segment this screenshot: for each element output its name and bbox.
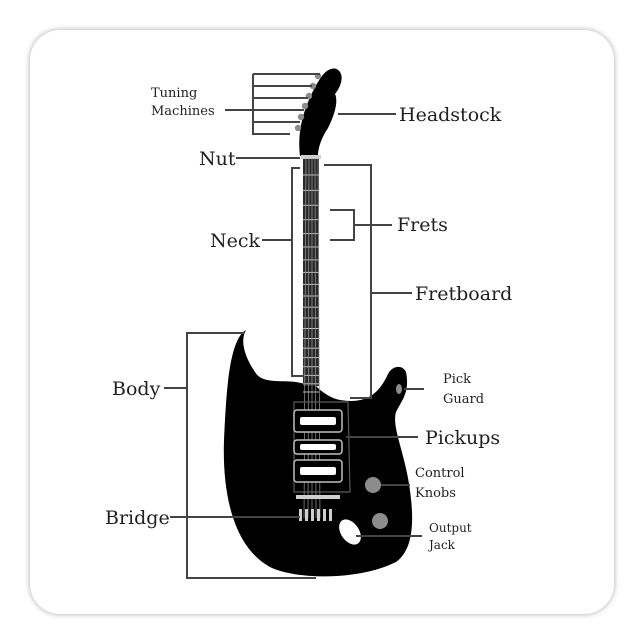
label-frets: Frets <box>397 214 448 236</box>
output-jack <box>339 519 361 545</box>
guitar-strings <box>303 157 321 519</box>
label-output-jack-line2: Jack <box>427 538 456 552</box>
label-pick-guard-line1: Pick <box>443 372 471 387</box>
label-pick-guard-line2: Guard <box>443 392 484 407</box>
pick-guard-button <box>396 384 402 394</box>
label-fretboard: Fretboard <box>415 283 512 305</box>
label-body: Body <box>112 378 161 400</box>
control-knob-1 <box>365 477 381 493</box>
diagram-labels: Tuning Machines Headstock Nut Frets Neck… <box>105 86 512 552</box>
guitar-headstock <box>299 68 342 156</box>
label-control-knobs-line1: Control <box>415 466 465 481</box>
label-tuning-machines-line2: Machines <box>151 104 215 119</box>
label-headstock: Headstock <box>399 104 502 126</box>
guitar-bridge <box>296 495 340 521</box>
label-neck: Neck <box>210 230 261 252</box>
control-knob-2 <box>372 513 388 529</box>
label-output-jack-line1: Output <box>429 521 472 535</box>
guitar-illustration <box>223 68 413 577</box>
label-nut: Nut <box>199 148 236 170</box>
label-tuning-machines-line1: Tuning <box>151 86 197 101</box>
label-pickups: Pickups <box>425 427 500 449</box>
pickups <box>293 409 343 483</box>
label-bridge: Bridge <box>105 507 170 529</box>
label-control-knobs-line2: Knobs <box>415 486 456 501</box>
callout-lines <box>164 73 424 579</box>
guitar-nut <box>301 155 321 159</box>
